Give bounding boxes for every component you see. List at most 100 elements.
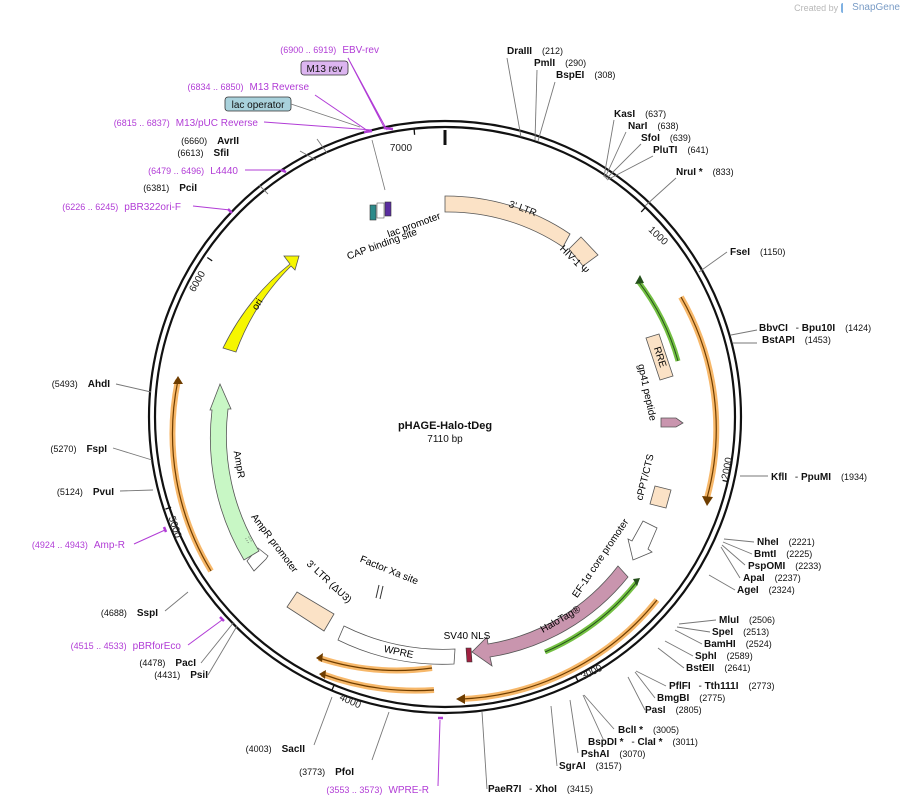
feature-wpre[interactable]	[337, 625, 456, 665]
feature-ori[interactable]	[222, 255, 300, 353]
feature-label-sv40: SV40 NLS	[444, 631, 491, 642]
orf-left[interactable]	[169, 379, 214, 573]
site-sgrai[interactable]: SgrAI(3157)	[559, 761, 622, 772]
m13-rev-label: M13 rev	[306, 64, 342, 75]
site-bcli[interactable]: BclI *(3005)	[618, 725, 679, 736]
primer-marks	[162, 126, 443, 720]
site-spei[interactable]: SpeI(2513)	[712, 627, 769, 638]
tick-marks	[165, 128, 729, 692]
site-pcii[interactable]: (6381)PciI	[143, 183, 197, 194]
site-bmti[interactable]: BmtI(2225)	[754, 549, 812, 560]
site-leader-lines	[112, 57, 768, 790]
primer-m13-reverse[interactable]: (6834 .. 6850)M13 Reverse	[187, 82, 309, 93]
feature-halotag[interactable]	[471, 565, 629, 667]
primer-pbr322ori-f[interactable]: (6226 .. 6245)pBR322ori-F	[62, 202, 181, 213]
site-fsei[interactable]: FseI(1150)	[730, 247, 785, 258]
site-labels: DraIII(212) PmlI(290) BspEI(308) KasI(63…	[50, 46, 871, 795]
site-ahdi[interactable]: (5493)AhdI	[52, 379, 110, 390]
site-avrii[interactable]: (6660)AvrII	[181, 136, 239, 147]
site-pmli[interactable]: PmlI(290)	[534, 58, 586, 69]
site-bbvci[interactable]: BbvCI - Bpu10I(1424)	[759, 323, 871, 334]
site-fspi[interactable]: (5270)FspI	[50, 444, 107, 455]
m13-rev-box[interactable]	[300, 60, 349, 76]
feature-hiv1-psi[interactable]	[568, 236, 599, 267]
feature-lac-operator[interactable]	[384, 201, 392, 217]
site-pshai[interactable]: PshAI(3070)	[581, 749, 645, 760]
site-pluti[interactable]: PluTI(641)	[653, 145, 708, 156]
feature-ampr[interactable]	[209, 382, 260, 561]
primer-labels: (6900 .. 6919)EBV-rev (6834 .. 6850)M13 …	[32, 45, 429, 796]
feature-label-cap: CAP binding site	[346, 227, 419, 263]
site-bstapi[interactable]: BstAPI(1453)	[762, 335, 831, 346]
feature-cppt-cts[interactable]	[649, 485, 672, 509]
primer-pbrforeco[interactable]: (4515 .. 4533)pBRforEco	[71, 641, 182, 652]
site-sphi[interactable]: SphI(2589)	[695, 651, 753, 662]
site-kasi[interactable]: KasI(637)	[614, 109, 666, 120]
feature-gp41-peptide[interactable]	[660, 417, 684, 428]
feature-3-ltr-du3[interactable]	[286, 591, 335, 632]
primer-wpre-r[interactable]: (3553 .. 3573)WPRE-R	[326, 785, 429, 796]
primer-l4440[interactable]: (6479 .. 6496)L4440	[148, 166, 238, 177]
snapgene-credit: Created by SnapGene	[794, 2, 900, 13]
feature-factor-xa[interactable]	[375, 584, 384, 600]
primer-amp-r[interactable]: (4924 .. 4943)Amp-R	[32, 540, 125, 551]
backbone	[147, 119, 743, 715]
plasmid-length: 7110 bp	[427, 434, 463, 445]
site-nari[interactable]: NarI(638)	[628, 121, 678, 132]
svg-text::::: :::	[243, 535, 254, 545]
feature-rre[interactable]	[645, 333, 674, 381]
primer-ebv-rev[interactable]: (6900 .. 6919)EBV-rev	[280, 45, 379, 56]
site-kfli[interactable]: KflI - PpuMI(1934)	[771, 472, 867, 483]
site-bspei[interactable]: BspEI(308)	[556, 70, 615, 81]
feature-label-ori: ori	[250, 297, 265, 312]
feature-3-ltr[interactable]	[444, 195, 571, 248]
site-bsteii[interactable]: BstEII(2641)	[686, 663, 750, 674]
site-nrui[interactable]: NruI *(833)	[676, 167, 734, 178]
site-draiii[interactable]: DraIII(212)	[507, 46, 563, 57]
feature-label-ampr: AmpR	[231, 450, 247, 479]
site-pfoi[interactable]: (3773)PfoI	[299, 767, 354, 778]
feature-label-3-ltr-du3: 3' LTR (ΔU3)	[304, 559, 353, 606]
orf-right[interactable]	[678, 295, 720, 499]
feature-ef1a-promoter[interactable]	[627, 520, 658, 561]
tick-label-5000: 5000	[166, 515, 183, 540]
site-sfii[interactable]: (6613)SfiI	[177, 148, 229, 159]
credit-brand: SnapGene	[852, 2, 900, 13]
feature-label-gp41: gp41 peptide	[635, 363, 658, 422]
site-sspi[interactable]: (4688)SspI	[101, 608, 158, 619]
site-nhei[interactable]: NheI(2221)	[757, 537, 815, 548]
plasmid-name: pHAGE-Halo-tDeg	[398, 420, 492, 432]
primer-m13-puc-reverse[interactable]: (6815 .. 6837)M13/pUC Reverse	[114, 118, 259, 129]
tick-label-2000: 2000	[720, 456, 735, 480]
primer-leader-lines	[133, 57, 441, 787]
orf-arcs	[169, 275, 720, 704]
tick-label-7000: 7000	[390, 143, 413, 154]
credit-prefix: Created by	[794, 2, 839, 13]
site-pflfi[interactable]: PflFI - Tth111I(2773)	[669, 681, 774, 692]
site-psii[interactable]: (4431)PsiI	[154, 670, 208, 681]
site-mlui[interactable]: MluI(2506)	[719, 615, 775, 626]
feature-lac-promoter[interactable]	[376, 202, 385, 219]
site-pspomi[interactable]: PspOMI(2233)	[748, 561, 821, 572]
site-bspdi[interactable]: BspDI * - ClaI *(3011)	[588, 737, 698, 748]
boxed-labels: M13 rev lac operator	[224, 60, 349, 112]
site-sfoi[interactable]: SfoI(639)	[641, 133, 691, 144]
feature-sv40-nls[interactable]	[465, 647, 473, 663]
site-pvui[interactable]: (5124)PvuI	[57, 487, 114, 498]
feature-cap-binding-site[interactable]	[369, 204, 377, 221]
site-paer7i[interactable]: PaeR7I - XhoI(3415)	[488, 784, 593, 795]
site-apai[interactable]: ApaI(2237)	[743, 573, 801, 584]
site-bamhi[interactable]: BamHI(2524)	[704, 639, 772, 650]
site-paci[interactable]: (4478)PacI	[139, 658, 196, 669]
feature-ampr-promoter[interactable]	[246, 547, 269, 572]
site-pasi[interactable]: PasI(2805)	[645, 705, 702, 716]
site-bmgbi[interactable]: BmgBI(2775)	[657, 693, 725, 704]
snapgene-logo-icon	[841, 2, 849, 13]
feature-label-factor-xa: Factor Xa site	[358, 554, 420, 587]
site-sacii[interactable]: (4003)SacII	[246, 744, 306, 755]
tick-label-6000: 6000	[188, 269, 209, 294]
lac-operator-label: lac operator	[232, 100, 285, 111]
site-agei[interactable]: AgeI(2324)	[737, 585, 795, 596]
